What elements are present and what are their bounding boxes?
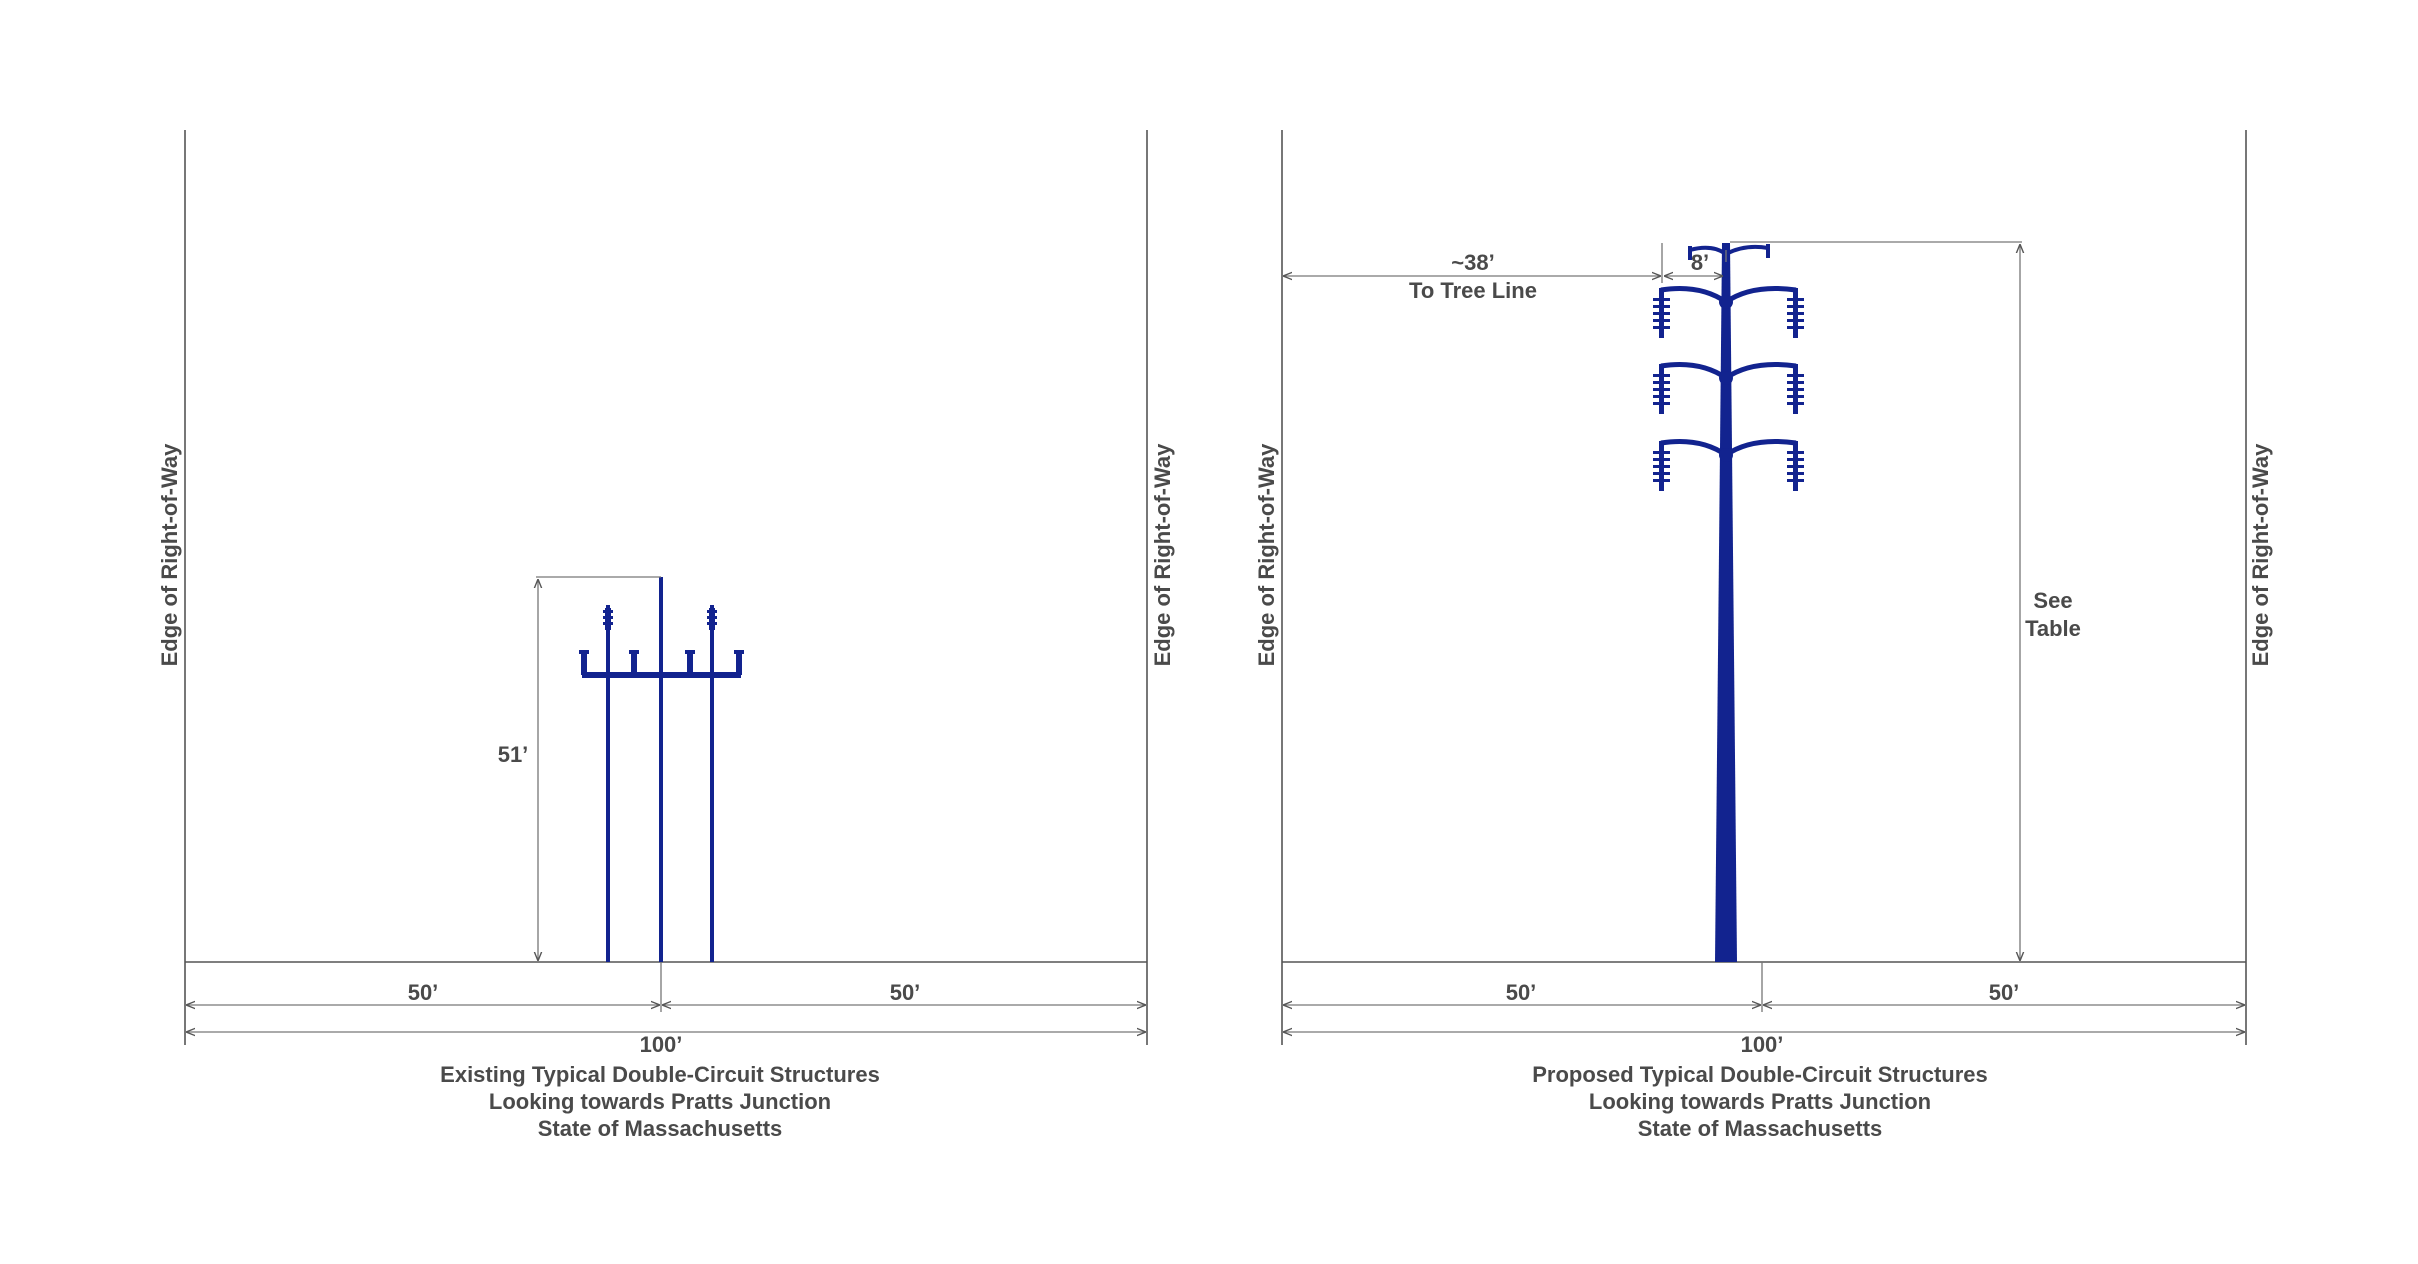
proposed-arm-width-label: 8’ xyxy=(1691,250,1709,275)
existing-height-label: 51’ xyxy=(498,742,529,767)
proposed-panel: Edge of Right-of-Way Edge of Right-of-Wa… xyxy=(1254,130,2273,1141)
proposed-height-label-line-2: Table xyxy=(2025,616,2081,641)
proposed-structure xyxy=(1653,243,1804,962)
proposed-tree-line-label: To Tree Line xyxy=(1409,278,1537,303)
proposed-height-label-line-1: See xyxy=(2033,588,2072,613)
proposed-right-half-label: 50’ xyxy=(1989,980,2020,1005)
existing-caption-line-2: Looking towards Pratts Junction xyxy=(489,1089,831,1114)
existing-left-edge-label: Edge of Right-of-Way xyxy=(157,443,182,667)
proposed-tree-distance-label: ~38’ xyxy=(1451,250,1494,275)
existing-structure xyxy=(579,577,744,962)
proposed-caption-line-1: Proposed Typical Double-Circuit Structur… xyxy=(1532,1062,1988,1087)
proposed-total-width-label: 100’ xyxy=(1741,1032,1784,1057)
existing-right-edge-label: Edge of Right-of-Way xyxy=(1150,443,1175,667)
proposed-left-half-label: 50’ xyxy=(1506,980,1537,1005)
existing-caption-line-3: State of Massachusetts xyxy=(538,1116,783,1141)
proposed-right-edge-label: Edge of Right-of-Way xyxy=(2248,443,2273,667)
proposed-caption-line-2: Looking towards Pratts Junction xyxy=(1589,1089,1931,1114)
existing-caption-line-1: Existing Typical Double-Circuit Structur… xyxy=(440,1062,880,1087)
proposed-caption-line-3: State of Massachusetts xyxy=(1638,1116,1883,1141)
existing-total-width-label: 100’ xyxy=(640,1032,683,1057)
existing-right-half-label: 50’ xyxy=(890,980,921,1005)
existing-panel: Edge of Right-of-Way Edge of Right-of-Wa… xyxy=(157,130,1175,1141)
existing-left-half-label: 50’ xyxy=(408,980,439,1005)
proposed-left-edge-label: Edge of Right-of-Way xyxy=(1254,443,1279,667)
